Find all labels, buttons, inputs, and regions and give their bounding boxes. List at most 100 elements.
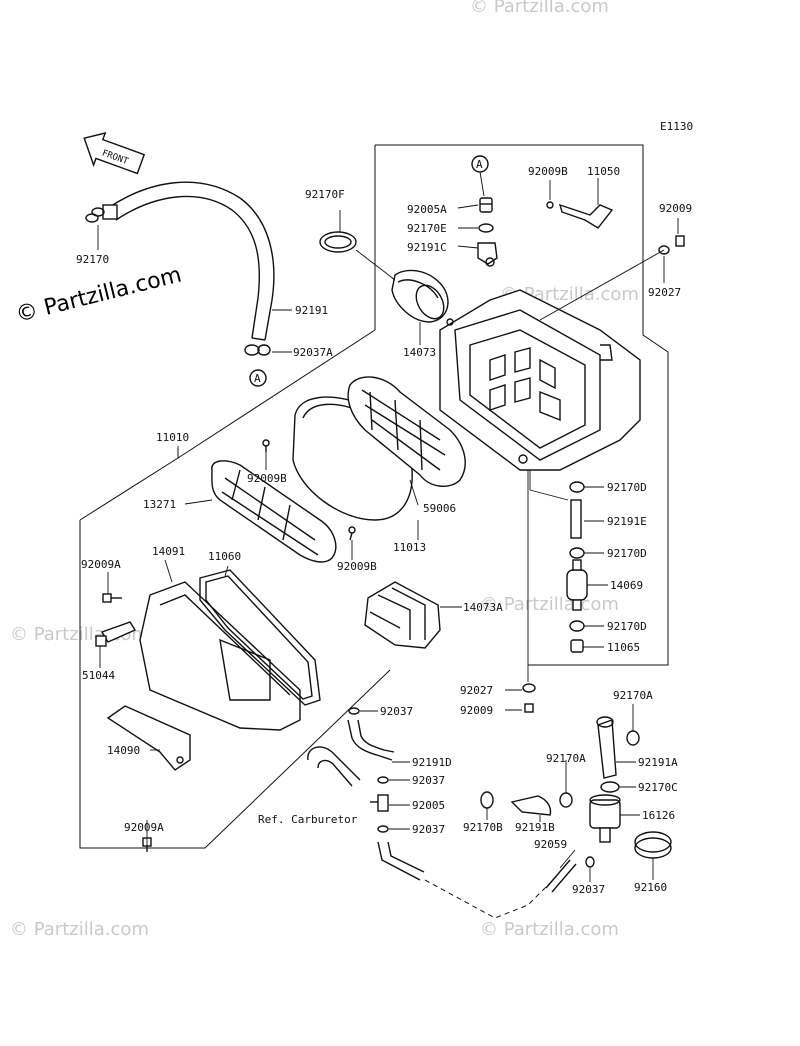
leader-lines bbox=[97, 171, 679, 882]
label-92009A-low: 92009A bbox=[124, 821, 164, 834]
hose-route-dashed bbox=[424, 879, 549, 919]
drain-51044-icon bbox=[95, 621, 137, 647]
label-92170D-2: 92170D bbox=[607, 547, 647, 560]
label-92009A-top: 92009A bbox=[81, 558, 121, 571]
grid-13271-icon bbox=[211, 460, 337, 563]
bracket-11050-icon bbox=[546, 201, 614, 229]
tee-92005-icon bbox=[370, 794, 389, 812]
valve-16126-icon bbox=[589, 794, 621, 843]
connector-a-icon: A bbox=[249, 369, 267, 387]
label-92170D-1: 92170D bbox=[607, 481, 647, 494]
hose-92059-icon bbox=[545, 859, 577, 893]
clip-92037-icon bbox=[377, 825, 389, 833]
clamp-92170F-icon bbox=[319, 231, 357, 253]
gasket-11060-icon bbox=[199, 569, 321, 706]
hose-92191-icon bbox=[102, 181, 275, 341]
label-14073A: 14073A bbox=[463, 601, 503, 614]
label-92191C: 92191C bbox=[407, 241, 447, 254]
label-92170B: 92170B bbox=[463, 821, 503, 834]
hose-carburetor-icon bbox=[307, 746, 361, 787]
label-92037-2: 92037 bbox=[412, 774, 445, 787]
label-92170: 92170 bbox=[76, 253, 109, 266]
label-92009B-mid: 92009B bbox=[247, 472, 287, 485]
hose-92191D-icon bbox=[347, 719, 395, 761]
diagram-code: E1130 bbox=[660, 120, 693, 133]
clip-92170A-icon bbox=[626, 730, 640, 746]
label-92191E: 92191E bbox=[607, 515, 647, 528]
label-92037-4: 92037 bbox=[572, 883, 605, 896]
label-92027-mid: 92027 bbox=[460, 684, 493, 697]
label-ref-carburetor: Ref. Carburetor bbox=[258, 813, 358, 826]
clip-92037-icon bbox=[348, 707, 360, 715]
label-92027-top: 92027 bbox=[648, 286, 681, 299]
clip-92170E-icon bbox=[478, 223, 494, 233]
label-92170A-top: 92170A bbox=[613, 689, 653, 702]
washer-92027-icon bbox=[522, 683, 536, 693]
hose-92191B-icon bbox=[510, 795, 552, 816]
label-11013: 11013 bbox=[393, 541, 426, 554]
label-92005: 92005 bbox=[412, 799, 445, 812]
cap-92160-icon bbox=[634, 831, 672, 859]
front-arrow-icon: FRONT bbox=[83, 132, 146, 175]
label-92037-1: 92037 bbox=[380, 705, 413, 718]
label-13271: 13271 bbox=[143, 498, 176, 511]
duct-14073A-icon bbox=[364, 581, 441, 649]
label-16126: 16126 bbox=[642, 809, 675, 822]
clip-92170B-icon bbox=[480, 791, 494, 809]
label-59006: 59006 bbox=[423, 502, 456, 515]
bolt-92009-icon bbox=[675, 235, 685, 247]
label-14073: 14073 bbox=[403, 346, 436, 359]
label-92009-top: 92009 bbox=[659, 202, 692, 215]
clip-92037-icon bbox=[585, 856, 595, 868]
watermark-main: © Partzilla.com bbox=[13, 262, 184, 327]
label-92170C: 92170C bbox=[638, 781, 678, 794]
frame-59006-icon bbox=[347, 376, 466, 487]
watermark-faint: © Partzilla.com bbox=[10, 919, 149, 940]
label-92005A: 92005A bbox=[407, 203, 447, 216]
label-92059: 92059 bbox=[534, 838, 567, 851]
clip-92170-icon bbox=[85, 207, 105, 223]
label-92037-3: 92037 bbox=[412, 823, 445, 836]
label-92160: 92160 bbox=[634, 881, 667, 894]
clip-92170D-icon bbox=[569, 481, 585, 493]
label-92191B: 92191B bbox=[515, 821, 555, 834]
connector-a-left: A bbox=[254, 372, 261, 385]
label-14091: 14091 bbox=[152, 545, 185, 558]
screw-92009B-icon bbox=[348, 526, 356, 541]
watermark-faint: © Partzilla.com bbox=[480, 919, 619, 940]
connector-a-top: A bbox=[476, 158, 483, 171]
label-92009-mid: 92009 bbox=[460, 704, 493, 717]
plug-11065-icon bbox=[570, 639, 584, 653]
hose-92191E-icon bbox=[570, 499, 582, 539]
hose-92191A-icon bbox=[596, 716, 617, 779]
washer-92027-icon bbox=[658, 245, 670, 255]
hose-lower-icon bbox=[377, 841, 425, 881]
label-14069: 14069 bbox=[610, 579, 643, 592]
screw-92009B-icon bbox=[262, 439, 270, 452]
label-51044: 51044 bbox=[82, 669, 115, 682]
bracket-14090-icon bbox=[106, 705, 191, 771]
label-92191: 92191 bbox=[295, 304, 328, 317]
connector-a-icon: A bbox=[471, 155, 489, 173]
label-11060: 11060 bbox=[208, 550, 241, 563]
duct-14073-icon bbox=[391, 269, 449, 323]
label-92037A: 92037A bbox=[293, 346, 333, 359]
bolt-92009A-icon bbox=[102, 593, 122, 603]
label-92170E: 92170E bbox=[407, 222, 447, 235]
watermark-faint: © Partzilla.com bbox=[470, 0, 609, 17]
label-92191D: 92191D bbox=[412, 756, 452, 769]
frame-right-box bbox=[375, 144, 669, 666]
label-92009B-low: 92009B bbox=[337, 560, 377, 573]
bolt-92009-icon bbox=[524, 703, 534, 713]
elbow-92191C-icon bbox=[477, 242, 498, 267]
clip-92037-icon bbox=[377, 776, 389, 784]
clip-92170D-icon bbox=[569, 547, 585, 559]
label-92170F: 92170F bbox=[305, 188, 345, 201]
label-11010: 11010 bbox=[156, 431, 189, 444]
clip-92170C-icon bbox=[600, 781, 620, 793]
label-14090: 14090 bbox=[107, 744, 140, 757]
clip-92037A-icon bbox=[244, 344, 271, 356]
label-92191A: 92191A bbox=[638, 756, 678, 769]
